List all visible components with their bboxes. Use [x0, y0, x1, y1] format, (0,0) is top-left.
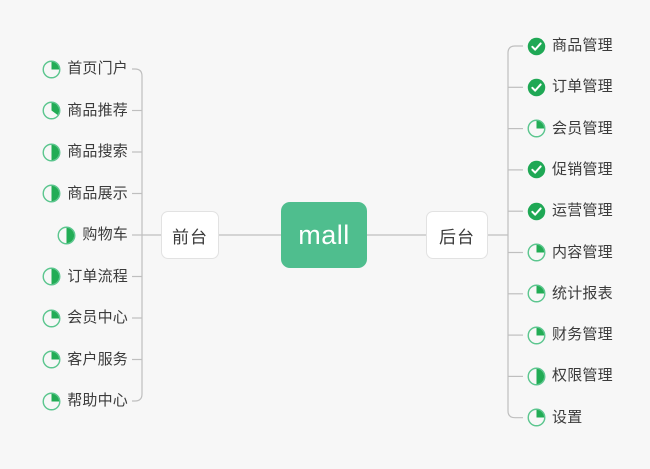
leaf-label: 会员中心: [67, 309, 128, 326]
leaf-node-right-8[interactable]: 权限管理: [527, 364, 613, 388]
check-circle-icon: [527, 161, 546, 179]
leaf-label: 商品管理: [552, 37, 613, 54]
leaf-node-left-4[interactable]: 购物车: [57, 223, 128, 247]
leaf-node-left-0[interactable]: 首页门户: [42, 57, 128, 81]
leaf-node-left-6[interactable]: 会员中心: [42, 306, 128, 330]
leaf-node-left-5[interactable]: 订单流程: [42, 265, 128, 289]
progress-pie-icon: [527, 326, 546, 345]
progress-pie-icon: [42, 143, 61, 161]
branch-node-frontend[interactable]: 前台: [161, 211, 219, 259]
leaf-node-left-2[interactable]: 商品搜索: [42, 140, 128, 164]
leaf-label: 商品展示: [67, 184, 128, 202]
progress-pie-icon: [42, 184, 61, 203]
leaf-label: 内容管理: [552, 243, 613, 261]
check-circle-icon: [527, 37, 546, 55]
root-node-mall[interactable]: mall: [281, 202, 367, 268]
progress-pie-icon: [527, 119, 546, 138]
leaf-node-right-1[interactable]: 订单管理: [527, 75, 613, 99]
progress-pie-icon: [527, 243, 546, 262]
progress-pie-icon: [42, 309, 61, 327]
leaf-node-right-6[interactable]: 统计报表: [527, 282, 613, 306]
leaf-label: 促销管理: [552, 160, 613, 178]
leaf-node-right-2[interactable]: 会员管理: [527, 117, 613, 141]
leaf-label: 订单管理: [552, 78, 613, 96]
leaf-label: 运营管理: [552, 202, 613, 220]
leaf-label: 商品搜索: [67, 143, 128, 160]
leaf-label: 设置: [552, 408, 583, 426]
progress-pie-icon: [42, 101, 61, 120]
progress-pie-icon: [42, 350, 61, 369]
leaf-node-left-3[interactable]: 商品展示: [42, 182, 128, 206]
check-circle-icon: [527, 202, 546, 220]
progress-pie-icon: [527, 408, 546, 427]
leaf-label: 商品推荐: [67, 101, 128, 119]
leaf-label: 权限管理: [552, 367, 613, 385]
progress-pie-icon: [42, 267, 61, 286]
branch-node-backend[interactable]: 后台: [426, 211, 488, 259]
leaf-label: 会员管理: [552, 119, 613, 137]
leaf-node-right-9[interactable]: 设置: [527, 406, 582, 430]
check-circle-icon: [527, 78, 546, 97]
leaf-label: 购物车: [82, 226, 128, 243]
leaf-label: 订单流程: [67, 267, 128, 285]
leaf-node-left-8[interactable]: 帮助中心: [42, 389, 128, 413]
progress-pie-icon: [527, 284, 546, 303]
leaf-label: 统计报表: [552, 284, 613, 302]
progress-pie-icon: [57, 226, 76, 244]
progress-pie-icon: [42, 392, 61, 410]
leaf-node-right-0[interactable]: 商品管理: [527, 34, 613, 58]
leaf-label: 首页门户: [67, 60, 128, 77]
leaf-node-right-5[interactable]: 内容管理: [527, 241, 613, 265]
leaf-node-right-3[interactable]: 促销管理: [527, 158, 613, 182]
leaf-node-right-7[interactable]: 财务管理: [527, 323, 613, 347]
leaf-label: 帮助中心: [67, 392, 128, 409]
leaf-node-right-4[interactable]: 运营管理: [527, 199, 613, 223]
leaf-label: 财务管理: [552, 326, 613, 344]
leaf-node-left-1[interactable]: 商品推荐: [42, 99, 128, 123]
leaf-label: 客户服务: [67, 350, 128, 368]
progress-pie-icon: [527, 367, 546, 386]
progress-pie-icon: [42, 60, 61, 78]
leaf-node-left-7[interactable]: 客户服务: [42, 348, 128, 372]
